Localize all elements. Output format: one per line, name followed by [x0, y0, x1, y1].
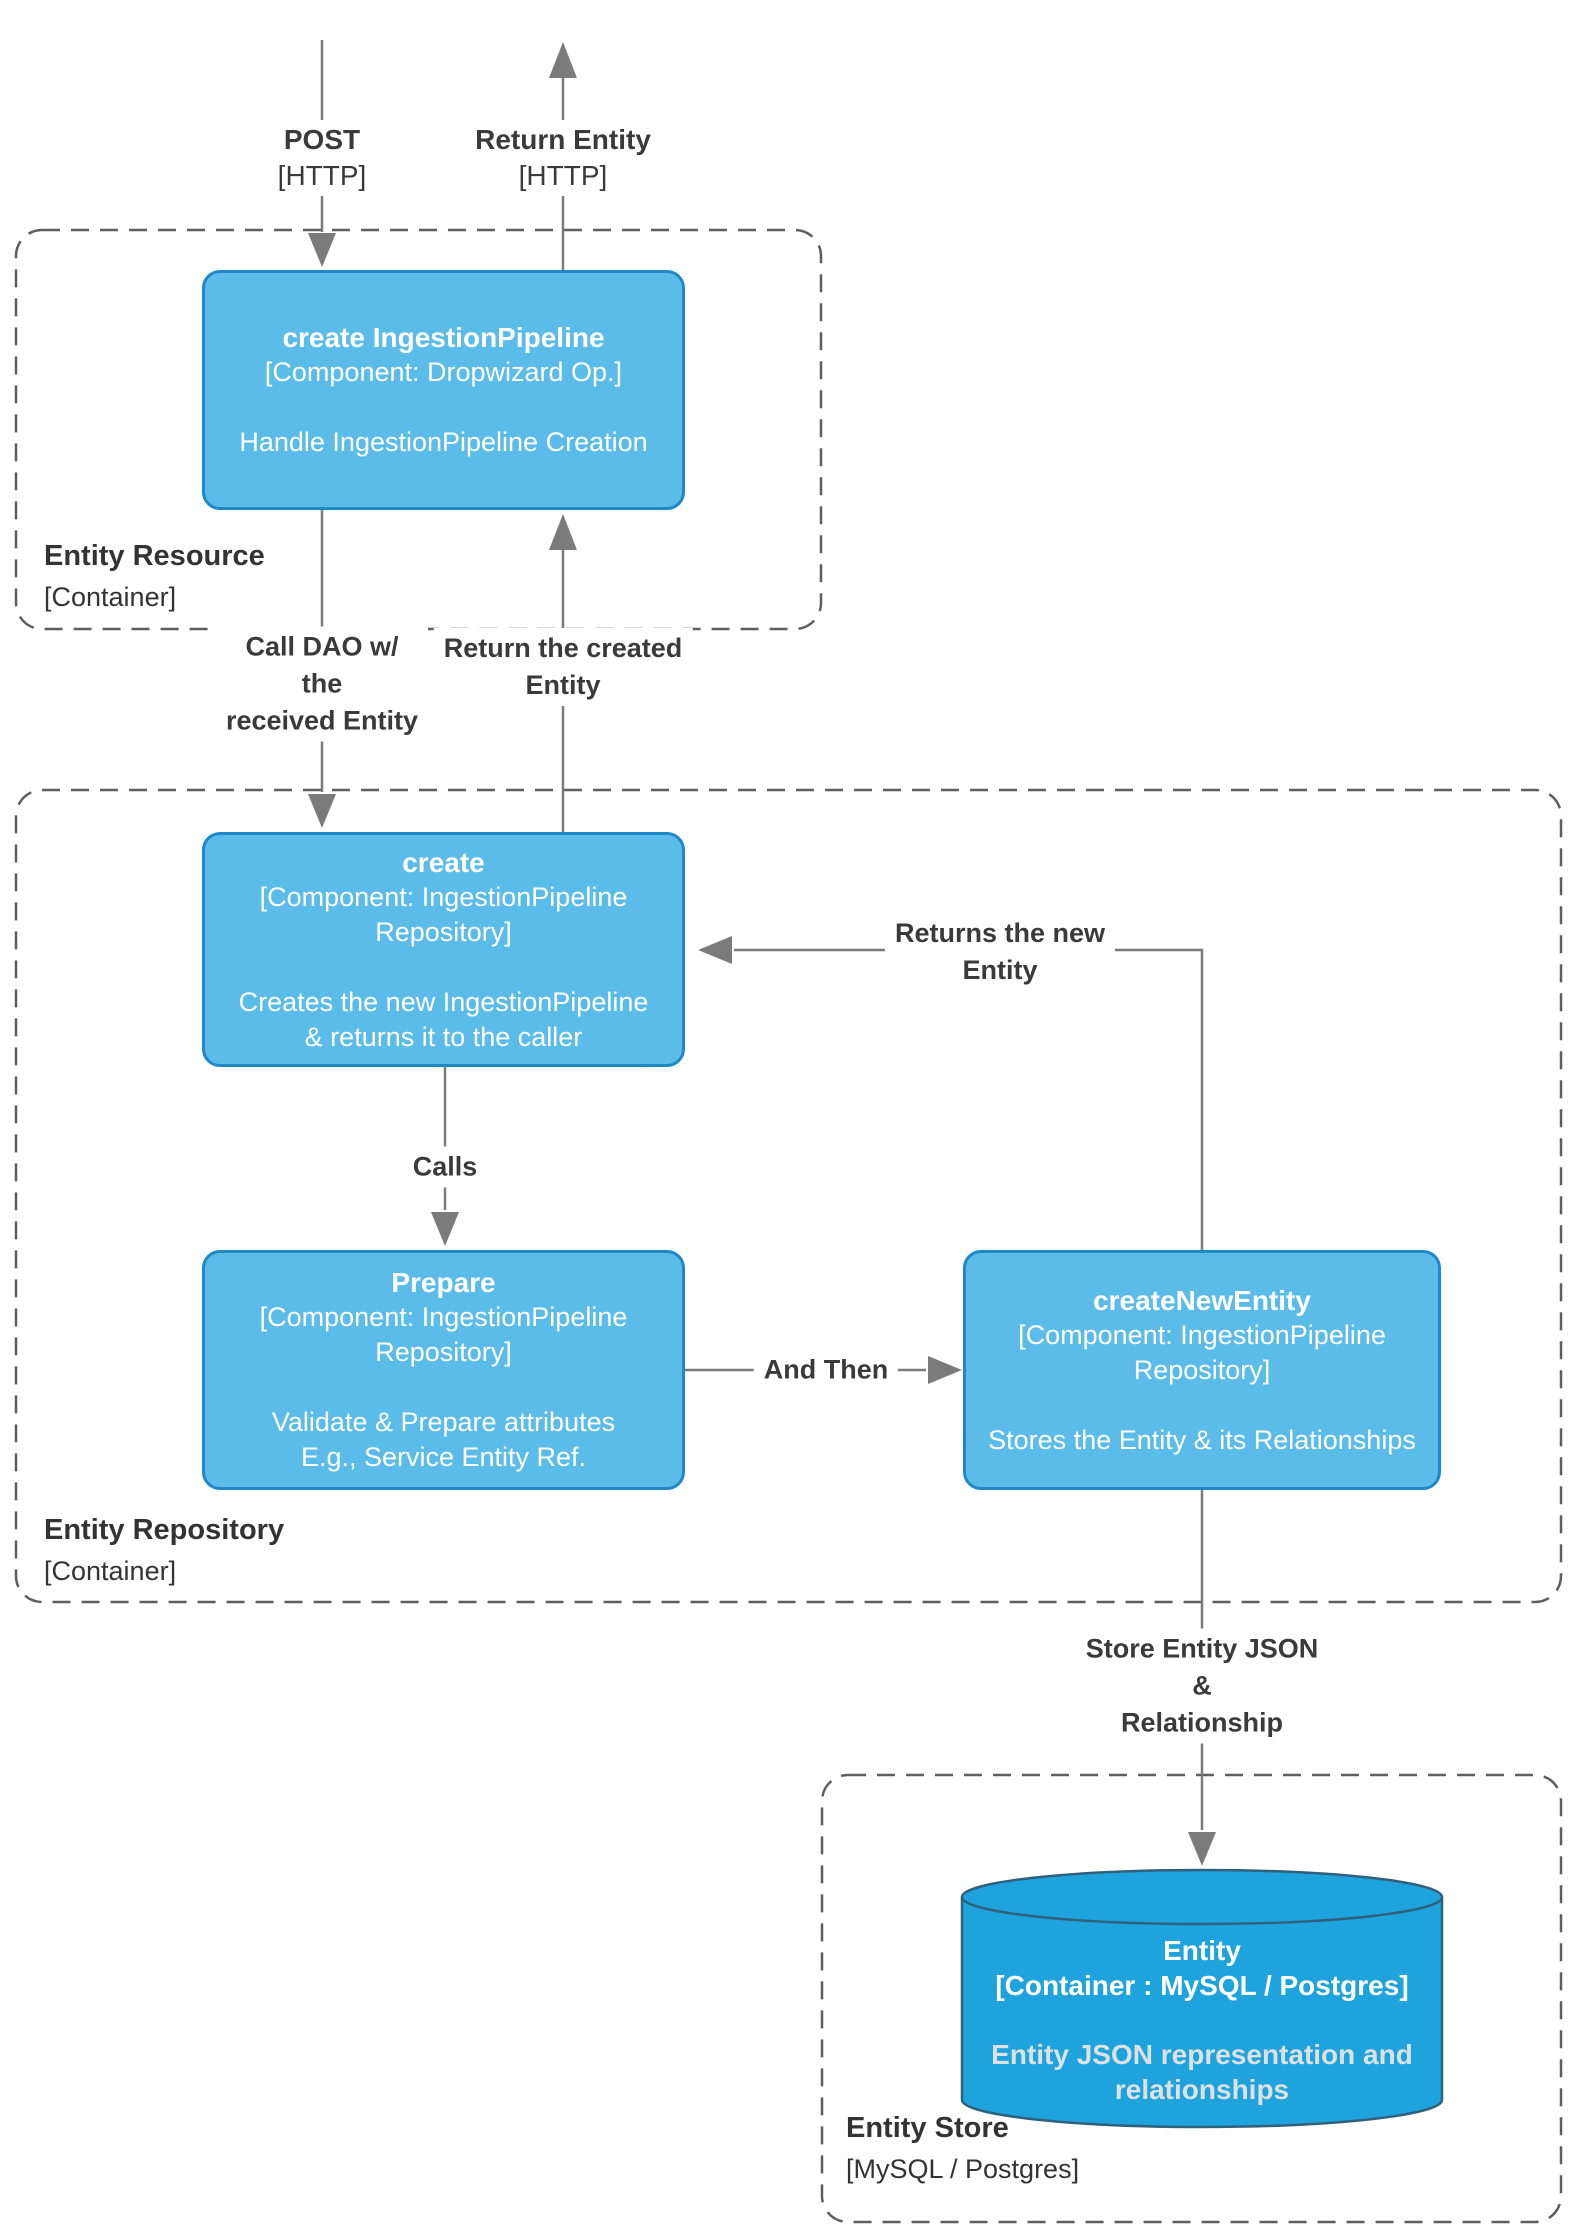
entity-db-cylinder-top — [960, 1868, 1444, 1926]
calls-arrowhead — [431, 1212, 459, 1246]
entity-db-description: Entity JSON representation and relations… — [991, 2039, 1413, 2105]
store-json-edge-label: Store Entity JSON & Relationship — [1075, 1628, 1329, 1744]
return-created-edge-label: Return the created Entity — [433, 628, 693, 706]
node-description: Creates the new IngestionPipeline & retu… — [238, 986, 649, 1052]
post-flow-label: POST [HTTP] — [265, 120, 379, 196]
entity-resource-boundary — [14, 228, 823, 631]
node-component-type: [Component: Dropwizard Op.] — [264, 357, 623, 387]
entity-db-cylinder — [960, 1868, 1444, 2129]
node-title: Prepare — [391, 1267, 496, 1298]
boundary-type: [Container] — [44, 582, 177, 612]
entity-repository-boundary-label: Entity Repository [Container] — [44, 1510, 284, 1592]
entity-resource-boundary-label: Entity Resource [Container] — [44, 536, 265, 618]
node-title: create IngestionPipeline — [282, 322, 605, 353]
boundary-name: Entity Store — [846, 2112, 1009, 2144]
returns-new-arrowhead — [698, 936, 732, 964]
return-entity-arrowhead — [549, 42, 577, 78]
node-description: Stores the Entity & its Relationships — [988, 1424, 1416, 1455]
node-component-type: [Component: IngestionPipeline Repository… — [1018, 1319, 1386, 1385]
boundary-type: [Container] — [44, 1556, 177, 1586]
return-created-arrowhead — [549, 514, 577, 550]
and-then-arrowhead — [928, 1356, 962, 1384]
entity-store-boundary-label: Entity Store [MySQL / Postgres] — [846, 2108, 1079, 2190]
returns-new-arrow-line — [734, 948, 1204, 1250]
entity-repository-boundary — [14, 788, 1563, 1604]
post-flow-protocol: [HTTP] — [277, 160, 367, 191]
post-flow-title: POST — [283, 124, 361, 155]
node-description: Validate & Prepare attributes E.g., Serv… — [271, 1407, 616, 1472]
calls-edge-label: Calls — [402, 1146, 488, 1188]
returns-new-edge-label: Returns the new Entity — [884, 913, 1116, 991]
node-component-type: [Component: IngestionPipeline Repository… — [259, 1302, 628, 1367]
node-title: create — [402, 846, 485, 878]
and-then-edge-label: And Then — [753, 1349, 899, 1391]
return-entity-flow-label: Return Entity [HTTP] — [463, 120, 663, 196]
node-component-type: [Component: IngestionPipeline Repository… — [259, 881, 628, 947]
node-create-ingestion-pipeline: create IngestionPipeline [Component: Dro… — [202, 270, 685, 510]
entity-db-cylinder-body — [960, 1897, 1444, 2129]
node-title: createNewEntity — [1093, 1284, 1311, 1316]
store-json-arrowhead — [1188, 1832, 1216, 1866]
boundary-name: Entity Repository — [44, 1514, 285, 1546]
node-description: Handle IngestionPipeline Creation — [239, 427, 648, 457]
entity-store-boundary — [820, 1773, 1563, 2224]
node-create-new-entity: createNewEntity [Component: IngestionPip… — [963, 1250, 1441, 1490]
call-dao-arrowhead — [308, 794, 336, 828]
entity-db-title: Entity [Container : MySQL / Postgres] — [995, 1935, 1409, 2001]
node-create: create [Component: IngestionPipeline Rep… — [202, 832, 685, 1067]
boundary-name: Entity Resource — [44, 540, 265, 572]
return-entity-flow-title: Return Entity — [475, 124, 651, 155]
node-prepare: Prepare [Component: IngestionPipeline Re… — [202, 1250, 685, 1490]
boundary-type: [MySQL / Postgres] — [846, 2154, 1080, 2184]
call-dao-edge-label: Call DAO w/ the received Entity — [215, 626, 429, 742]
return-entity-flow-protocol: [HTTP] — [518, 160, 608, 191]
post-arrowhead — [308, 233, 336, 267]
